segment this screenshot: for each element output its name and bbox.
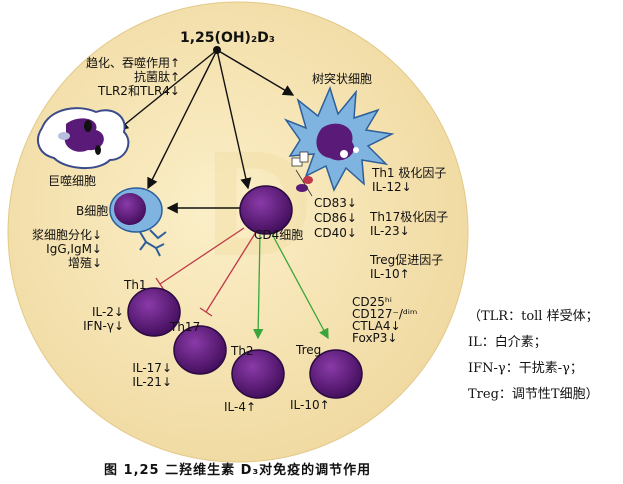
arrow-to-dendritic	[216, 49, 295, 96]
promote-to-th2	[252, 233, 264, 340]
dc-treg-factor: Treg促进因子 IL-10↑	[370, 253, 443, 281]
dendritic-cell	[283, 85, 395, 192]
bcell-effects: 浆细胞分化↓ IgG,IgM↓ 增殖↓	[10, 228, 102, 270]
macrophage-effect-1: 趋化、吞噬作用↑	[85, 56, 180, 70]
treg-label: Treg	[296, 343, 322, 357]
macrophage-effects: 趋化、吞噬作用↑ 抗菌肽↑ TLR2和TLR4↓	[60, 56, 180, 98]
macrophage-effect-2: 抗菌肽↑	[133, 70, 180, 84]
th1-effect-1: IL-2↓	[91, 305, 124, 319]
treg-marker-foxp3: FoxP3↓	[352, 331, 398, 345]
treg-marker-cd25: CD25ʰⁱ	[352, 295, 392, 309]
treg-marker-cd127: CD127⁻/ᵈⁱᵐ	[352, 307, 418, 321]
bcell-effect-3: 增殖↓	[67, 256, 102, 270]
th17-label: Th17	[170, 320, 201, 334]
dc-treg-factor-title: Treg促进因子	[370, 253, 444, 267]
arrow-to-bcell	[147, 49, 218, 190]
th1-effects: IL-2↓ IFN-γ↓	[60, 305, 124, 333]
th17-effects: IL-17↓ IL-21↓	[110, 361, 172, 389]
th1-cell	[127, 287, 181, 337]
th2-cell	[231, 349, 285, 399]
b-cell	[109, 187, 167, 257]
legend-ifn: IFN-γ：干扰素-γ；	[468, 361, 583, 376]
th17-cell	[173, 325, 227, 375]
figure-caption: 图 1,25 二羟维生素 D₃对免疫的调节作用	[104, 463, 372, 478]
arrow-to-macrophage	[116, 49, 218, 131]
th2-effect: IL-4↑	[224, 400, 257, 414]
legend-tlr: （TLR：toll 样受体；	[468, 309, 599, 324]
dc-marker-cd83: CD83↓	[314, 196, 357, 210]
promote-to-treg	[271, 233, 329, 340]
inhibit-to-th1	[155, 227, 245, 291]
root-label: 1,25(OH)₂D₃	[180, 30, 275, 46]
dc-th17-factor-value: IL-23↓	[370, 224, 410, 238]
th17-effect-2: IL-21↓	[132, 375, 172, 389]
dendritic-label: 树突状细胞	[312, 72, 373, 86]
legend-treg: Treg：调节性T细胞）	[468, 387, 599, 402]
bcell-label: B细胞	[76, 204, 109, 218]
dc-th17-factor: Th17极化因子 IL-23↓	[370, 210, 448, 238]
dc-markers: CD83↓ CD86↓ CD40↓	[314, 196, 357, 241]
legend-il: IL：白介素；	[468, 335, 547, 350]
cd4-cell	[239, 185, 293, 235]
cd4-label: CD4细胞	[254, 228, 304, 242]
dc-th1-factor-value: IL-12↓	[372, 180, 412, 194]
th2-label: Th2	[231, 344, 254, 358]
bcell-effect-2: IgG,IgM↓	[46, 242, 102, 256]
treg-effect: IL-10↑	[290, 398, 330, 412]
th17-effect-1: IL-17↓	[132, 361, 172, 375]
dc-th1-factor: Th1 极化因子 IL-12↓	[372, 166, 446, 194]
dc-marker-cd40: CD40↓	[314, 226, 357, 240]
treg-cell	[309, 349, 363, 399]
inhibit-to-th17	[199, 231, 257, 317]
treg-markers: CD25ʰⁱ CD127⁻/ᵈⁱᵐ CTLA4↓ FoxP3↓	[352, 296, 417, 344]
dc-treg-factor-value: IL-10↑	[370, 267, 410, 281]
dc-th17-factor-title: Th17极化因子	[370, 210, 449, 224]
th1-label: Th1	[124, 278, 147, 292]
synapse-receptors	[291, 151, 313, 197]
macrophage-effect-3: TLR2和TLR4↓	[97, 84, 180, 98]
th1-effect-2: IFN-γ↓	[83, 319, 124, 333]
macrophage-cell	[37, 107, 130, 170]
dc-th1-factor-title: Th1 极化因子	[372, 166, 447, 180]
arrow-to-cd4	[216, 49, 252, 190]
dc-marker-cd86: CD86↓	[314, 211, 357, 225]
bcell-effect-1: 浆细胞分化↓	[31, 228, 102, 242]
macrophage-label: 巨噬细胞	[48, 174, 97, 188]
treg-marker-ctla4: CTLA4↓	[352, 319, 401, 333]
